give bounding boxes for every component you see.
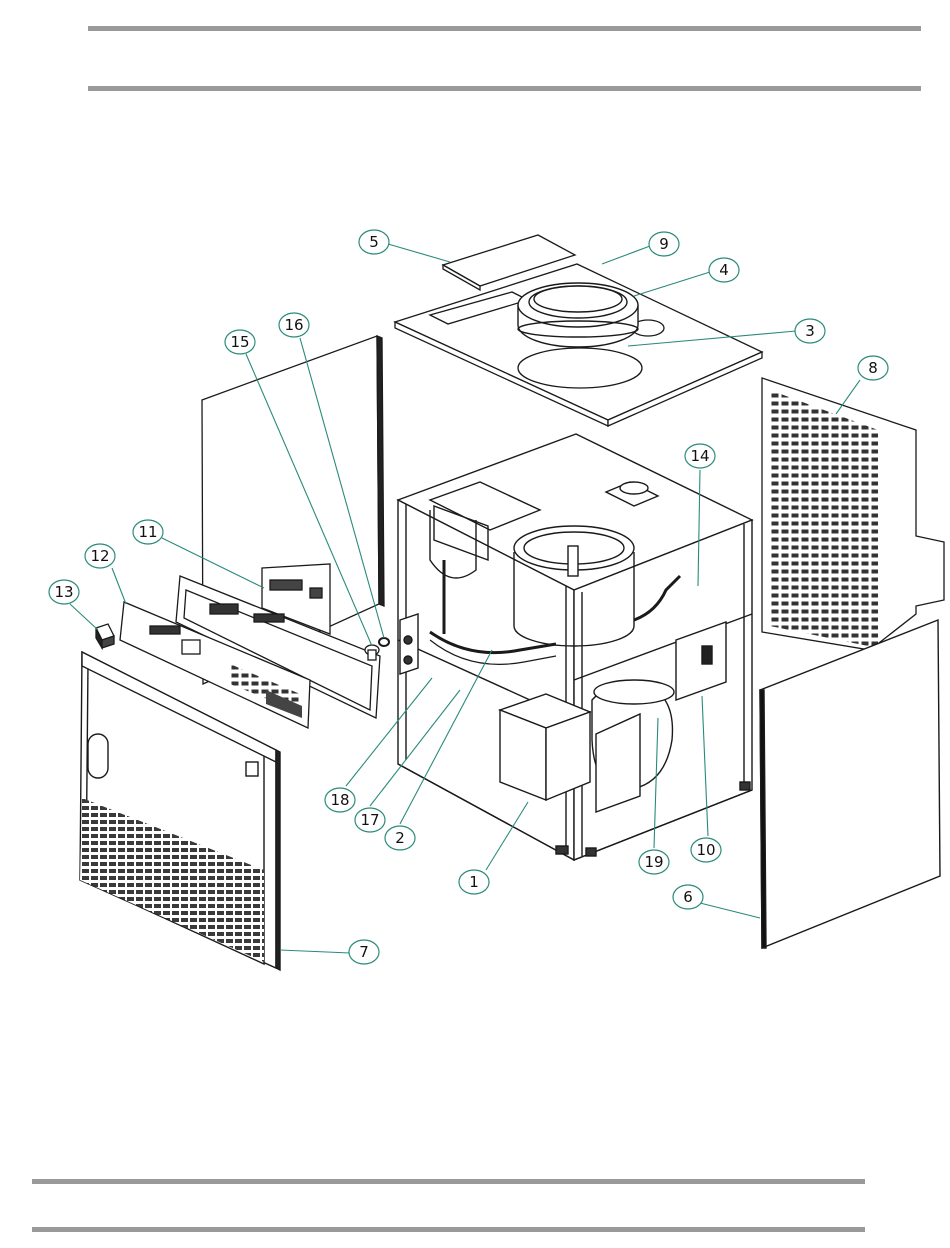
callout-label: 1 bbox=[469, 873, 479, 891]
callout-2: 2 bbox=[385, 826, 415, 850]
callout-label: 17 bbox=[360, 811, 379, 829]
right-side-panel-part bbox=[762, 378, 944, 650]
callout-19: 19 bbox=[639, 850, 669, 874]
leader-line-7 bbox=[280, 950, 350, 953]
footer-rule-bottom bbox=[32, 1227, 865, 1232]
header-rules bbox=[88, 26, 921, 91]
callout-label: 18 bbox=[330, 791, 349, 809]
callout-4: 4 bbox=[709, 258, 739, 282]
callout-3: 3 bbox=[795, 319, 825, 343]
callout-7: 7 bbox=[349, 940, 379, 964]
rear-panel-part bbox=[760, 620, 940, 948]
callout-label: 2 bbox=[395, 829, 405, 847]
washer-part bbox=[379, 638, 389, 646]
leader-line-13 bbox=[70, 604, 98, 630]
leader-line-9 bbox=[602, 246, 650, 264]
callout-5: 5 bbox=[359, 230, 389, 254]
callout-label: 8 bbox=[868, 359, 878, 377]
callout-label: 15 bbox=[230, 333, 249, 351]
callout-label: 4 bbox=[719, 261, 729, 279]
leader-line-5 bbox=[388, 244, 450, 262]
callout-13: 13 bbox=[49, 580, 79, 604]
callout-label: 9 bbox=[659, 235, 669, 253]
callout-10: 10 bbox=[691, 838, 721, 862]
callout-label: 7 bbox=[359, 943, 369, 961]
rocker-switch-part bbox=[96, 624, 114, 648]
callout-label: 10 bbox=[696, 841, 715, 859]
callout-label: 19 bbox=[644, 853, 663, 871]
callout-16: 16 bbox=[279, 313, 309, 337]
header-rule-bottom bbox=[88, 86, 921, 91]
chute-rings-part bbox=[518, 283, 638, 347]
callout-label: 5 bbox=[369, 233, 379, 251]
callout-1: 1 bbox=[459, 870, 489, 894]
callout-8: 8 bbox=[858, 356, 888, 380]
footer-rules bbox=[32, 1179, 865, 1232]
leader-line-4 bbox=[634, 272, 710, 296]
callout-18: 18 bbox=[325, 788, 355, 812]
callout-9: 9 bbox=[649, 232, 679, 256]
footer-rule-top bbox=[32, 1179, 865, 1184]
callout-15: 15 bbox=[225, 330, 255, 354]
cabinet-frame bbox=[398, 434, 752, 860]
callout-11: 11 bbox=[133, 520, 163, 544]
callout-label: 11 bbox=[138, 523, 157, 541]
callout-label: 3 bbox=[805, 322, 815, 340]
callout-17: 17 bbox=[355, 808, 385, 832]
callout-label: 16 bbox=[284, 316, 303, 334]
callout-6: 6 bbox=[673, 885, 703, 909]
leader-line-6 bbox=[700, 903, 760, 918]
callout-label: 6 bbox=[683, 888, 693, 906]
callout-12: 12 bbox=[85, 544, 115, 568]
callout-label: 12 bbox=[90, 547, 109, 565]
leader-line-12 bbox=[112, 568, 126, 604]
callout-label: 14 bbox=[690, 447, 709, 465]
callout-label: 13 bbox=[54, 583, 73, 601]
header-rule-top bbox=[88, 26, 921, 31]
callout-14: 14 bbox=[685, 444, 715, 468]
